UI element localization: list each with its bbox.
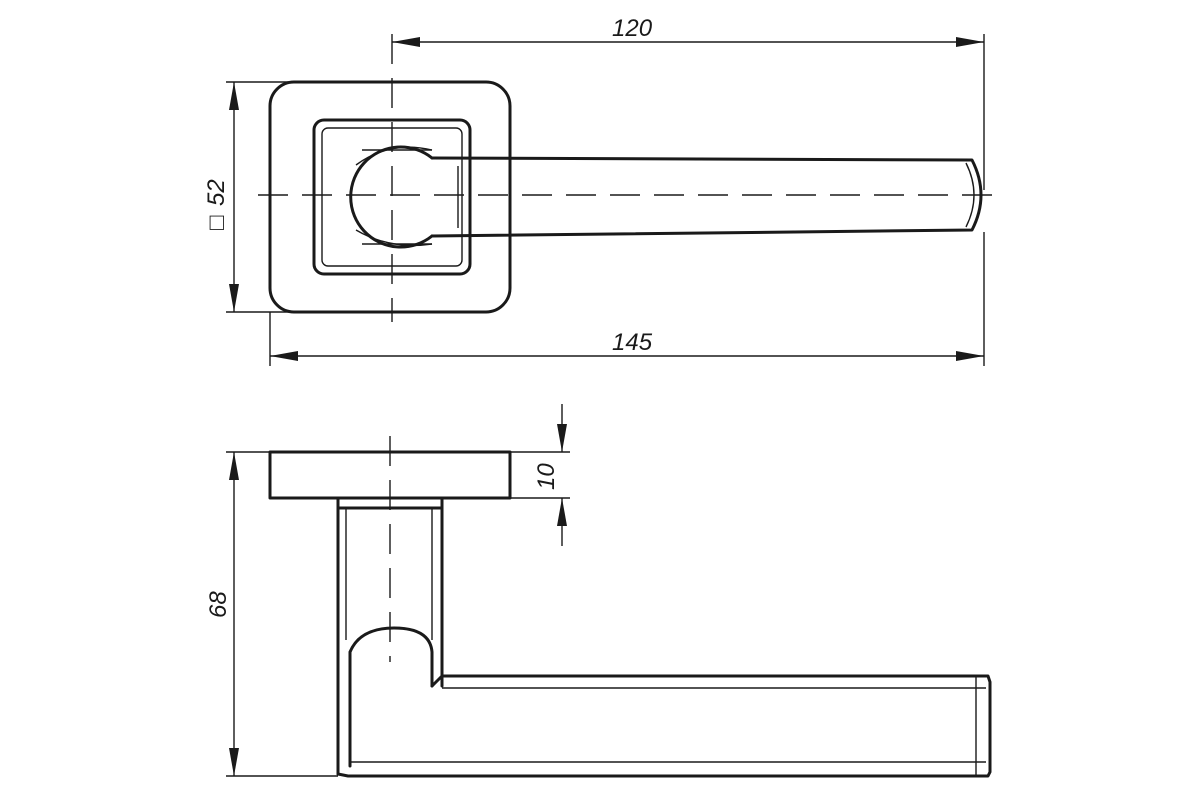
dim-text-145: 145	[612, 329, 653, 356]
dimension-10: 10	[510, 404, 570, 546]
top-view: 120 145 □ 52	[203, 15, 1000, 366]
dimension-145: 145	[269, 232, 985, 366]
dimension-68: 68	[205, 451, 338, 777]
hub-side	[348, 626, 434, 768]
dimension-120: 120	[392, 15, 985, 190]
rosette-outer-square	[268, 80, 512, 314]
dim-text-52: 52	[203, 179, 230, 206]
dim-text-120: 120	[612, 15, 653, 42]
dim-text-68: 68	[205, 591, 232, 618]
lever-bar-side-view	[336, 674, 992, 778]
dim-symbol-square: □	[203, 215, 230, 230]
lever-bar-top-view	[430, 156, 983, 238]
dimension-52: □ 52	[203, 81, 290, 313]
side-view: 10 68	[205, 404, 992, 778]
dim-text-10: 10	[533, 463, 560, 490]
